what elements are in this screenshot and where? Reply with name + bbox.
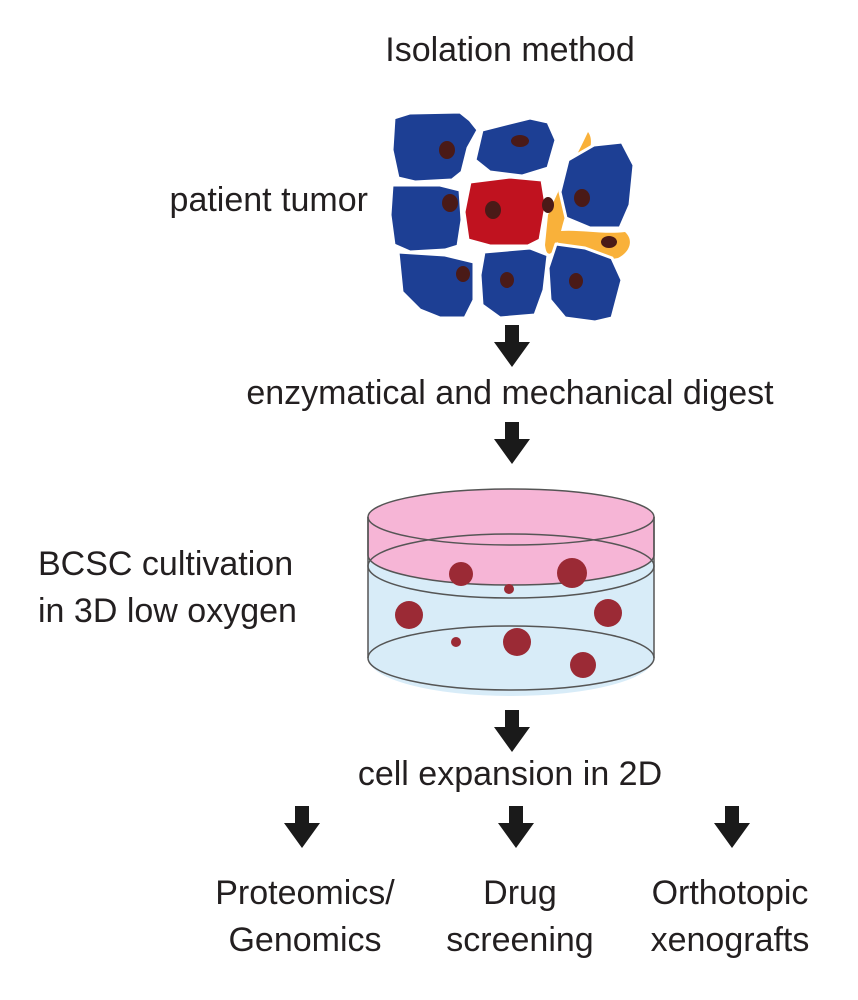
culture-dish	[367, 488, 655, 696]
output-xenografts-line2: xenografts	[650, 921, 810, 959]
cultivation-label-line1: BCSC cultivation	[38, 545, 294, 583]
nucleus	[511, 135, 529, 147]
tumor-cell	[396, 250, 476, 320]
tumor-illustration	[388, 110, 636, 324]
spheroid	[570, 652, 596, 678]
spheroid	[395, 601, 423, 629]
arrow-down-icon	[494, 710, 530, 752]
spheroid	[557, 558, 587, 588]
tumor-cell	[558, 140, 636, 230]
nucleus	[569, 273, 583, 289]
output-drug-line1: Drug	[483, 874, 557, 912]
spheroid	[503, 628, 531, 656]
nucleus	[542, 197, 554, 213]
diagram-title: Isolation method	[385, 31, 635, 69]
nucleus	[574, 189, 590, 207]
arrow-down-icon	[284, 806, 320, 848]
nucleus	[485, 201, 501, 219]
nucleus	[442, 194, 458, 212]
expansion-label: cell expansion in 2D	[357, 755, 663, 793]
tumor-cell	[546, 242, 624, 324]
spheroid	[504, 584, 514, 594]
nucleus	[439, 141, 455, 159]
spheroid	[451, 637, 461, 647]
dish-rim	[367, 488, 655, 546]
arrow-down-icon	[498, 806, 534, 848]
arrow-down-icon	[714, 806, 750, 848]
output-proteomics-line1: Proteomics/	[215, 874, 395, 912]
tumor-cell	[390, 110, 480, 184]
cancer-stem-cell	[462, 175, 548, 248]
nucleus	[500, 272, 514, 288]
nucleus	[601, 236, 617, 248]
tumor-cell	[473, 116, 558, 178]
tumor-cell	[478, 246, 550, 320]
tumor-label: patient tumor	[169, 181, 368, 219]
digest-label: enzymatical and mechanical digest	[246, 374, 774, 412]
output-proteomics-line2: Genomics	[228, 921, 382, 959]
cultivation-label-line2: in 3D low oxygen	[38, 592, 297, 630]
output-drug-line2: screening	[446, 921, 594, 959]
flow-arrows	[284, 325, 750, 848]
arrow-down-icon	[494, 325, 530, 367]
output-xenografts-line1: Orthotopic	[651, 874, 809, 912]
spheroid	[594, 599, 622, 627]
spheroid	[449, 562, 473, 586]
nucleus	[456, 266, 470, 282]
arrow-down-icon	[494, 422, 530, 464]
